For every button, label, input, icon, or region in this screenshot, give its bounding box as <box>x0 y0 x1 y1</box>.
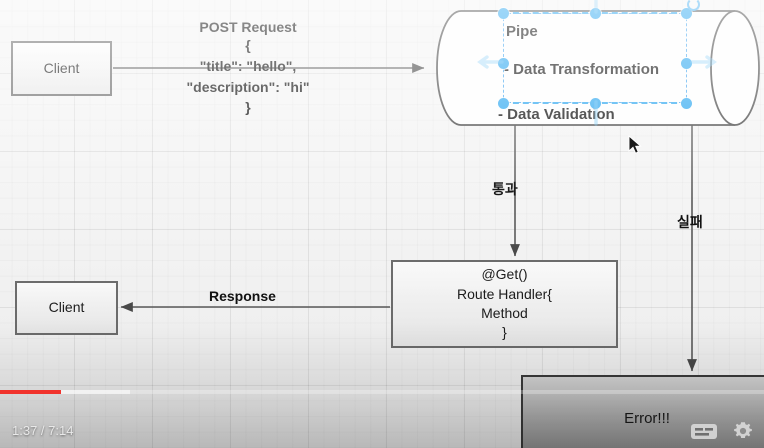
route-handler-line-1: @Get() <box>481 266 528 283</box>
resize-arrow-right-icon <box>690 55 717 69</box>
node-route-handler[interactable]: @Get() Route Handler{ Method } <box>391 260 618 348</box>
node-error[interactable]: Error!!! <box>521 375 764 448</box>
label-pass-korean: 통과 <box>492 181 518 197</box>
resize-arrow-down-icon <box>594 100 598 126</box>
node-client-top[interactable]: Client <box>11 41 112 96</box>
resize-arrow-left-icon <box>477 55 504 69</box>
label-post-request-field-description: "description": "hi" <box>186 79 310 95</box>
label-post-request-brace-close: } <box>245 99 251 115</box>
resize-handle-se[interactable] <box>681 98 692 109</box>
node-client-top-label: Client <box>43 59 80 76</box>
selection-bounding-box[interactable] <box>503 13 687 103</box>
resize-handle-nw[interactable] <box>498 8 509 19</box>
node-error-label: Error!!! <box>624 410 670 427</box>
label-post-request-title: POST Request <box>199 19 297 35</box>
route-handler-line-3: Method <box>481 305 528 321</box>
label-post-request-field-title: "title": "hello", <box>199 58 297 74</box>
mouse-pointer-icon <box>628 135 642 154</box>
node-client-bottom-label: Client <box>48 299 85 316</box>
label-post-request-brace-open: { <box>245 37 251 53</box>
resize-arrow-up-icon <box>594 0 598 14</box>
label-response: Response <box>209 288 276 304</box>
route-handler-line-2: Route Handler{ <box>457 285 552 302</box>
node-client-bottom[interactable]: Client <box>15 281 118 335</box>
resize-handle-sw[interactable] <box>498 98 509 109</box>
route-handler-line-4: } <box>502 324 507 341</box>
label-fail-korean: 실패 <box>677 214 703 230</box>
